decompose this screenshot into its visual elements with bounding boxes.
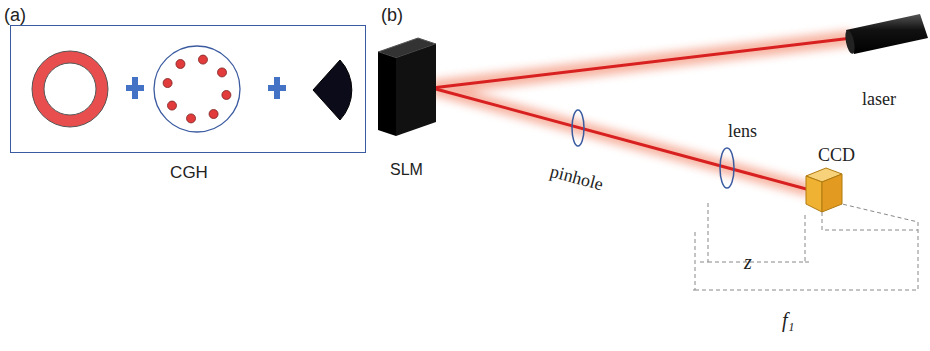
phase-dot <box>198 55 207 64</box>
ring-phase <box>38 57 102 121</box>
phase-dot <box>218 68 227 77</box>
sector-mask <box>313 60 352 120</box>
dot-circle <box>154 46 240 132</box>
dimension-label: f₁ <box>782 310 795 330</box>
part-name: CCD <box>818 146 855 164</box>
plus-sign <box>268 77 286 99</box>
cgh-panel: CGH <box>10 25 366 153</box>
dimension-lines <box>690 203 918 290</box>
laser-body <box>846 14 928 54</box>
panel-letter: (a) <box>4 6 26 24</box>
phase-dot <box>167 101 176 110</box>
part-name: laser <box>862 90 896 108</box>
laser-beam <box>432 38 852 88</box>
ccd-front <box>806 176 822 212</box>
panel-letter: (b) <box>381 6 403 24</box>
dimension-label: z <box>744 252 752 272</box>
plus-sign <box>126 77 144 99</box>
panel-caption: CGH <box>170 164 208 181</box>
pinhole <box>572 110 584 146</box>
phase-dot <box>163 79 172 88</box>
phase-dot <box>222 90 231 99</box>
phase-dot <box>209 110 218 119</box>
part-name: pinhole <box>548 162 605 193</box>
phase-dot <box>187 114 196 123</box>
slm-side <box>396 44 436 136</box>
ccd-side <box>822 174 842 212</box>
slm-front <box>378 52 396 136</box>
phase-dot <box>176 59 185 68</box>
part-name: lens <box>728 122 757 140</box>
laser-beam <box>432 88 810 190</box>
lens <box>720 148 734 188</box>
part-name: SLM <box>390 162 423 178</box>
